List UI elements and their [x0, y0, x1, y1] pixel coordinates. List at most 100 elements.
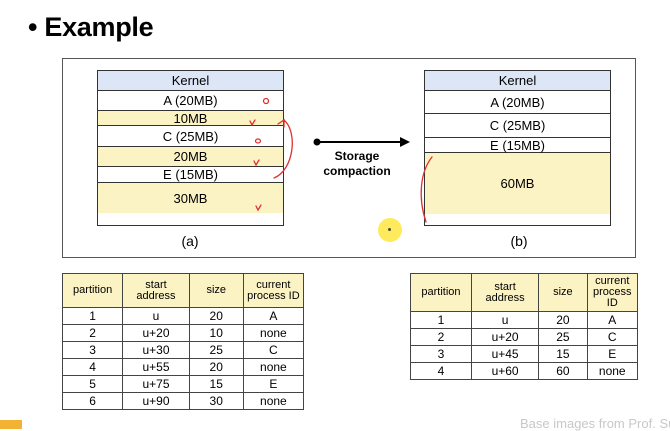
partition-table-after: partition start address size current pro…: [410, 273, 639, 380]
compaction-arrow: [313, 137, 410, 147]
table-cell: 1: [61, 307, 124, 325]
table-cell: C: [586, 328, 639, 346]
segment-label: 10MB: [173, 110, 208, 126]
table-cell: u+55: [122, 358, 190, 376]
before-segment: C (25MB): [98, 126, 283, 147]
table-cell: 4: [61, 358, 124, 376]
header-size: size: [188, 273, 244, 308]
cursor-highlight: [378, 218, 402, 242]
table-cell: none: [586, 362, 639, 380]
table-cell: 5: [61, 375, 124, 393]
table-cell: u+30: [122, 341, 190, 359]
segment-label: E (15MB): [490, 137, 545, 153]
table-cell: u: [470, 311, 540, 329]
segment-label: 60MB: [500, 176, 535, 191]
before-segment: 20MB: [98, 147, 283, 167]
table-cell: u+45: [470, 345, 540, 363]
after-segment: E (15MB): [425, 138, 610, 153]
footer-credit: Base images from Prof. Su: [520, 416, 670, 431]
after-segment: Kernel: [425, 71, 610, 91]
table-cell: 60: [538, 362, 588, 380]
segment-label: C (25MB): [162, 128, 219, 144]
segment-label: A (20MB): [490, 94, 545, 110]
segment-label: A (20MB): [163, 93, 218, 108]
partition-table-before: partition start address size current pro…: [61, 273, 305, 410]
compaction-label: Storage compaction: [312, 149, 402, 179]
segment-label: Kernel: [171, 73, 210, 88]
before-segment: Kernel: [98, 71, 283, 91]
table-cell: 6: [61, 392, 124, 410]
table-cell: 20: [188, 307, 244, 325]
segment-label: C (25MB): [489, 118, 546, 133]
table-cell: 10: [188, 324, 244, 342]
header-partition: partition: [410, 273, 472, 312]
table-cell: 25: [538, 328, 588, 346]
table-cell: 2: [61, 324, 124, 342]
table-cell: 25: [188, 341, 244, 359]
table-cell: u+20: [470, 328, 540, 346]
segment-label: 20MB: [173, 149, 208, 164]
before-segment: A (20MB): [98, 91, 283, 111]
table-cell: 30: [188, 392, 244, 410]
segment-label: Kernel: [498, 73, 537, 88]
before-segment: 30MB: [98, 183, 283, 213]
compaction-label-line1: Storage: [334, 149, 380, 163]
after-segment: C (25MB): [425, 114, 610, 138]
table-cell: 2: [410, 328, 472, 346]
before-segment: E (15MB): [98, 167, 283, 183]
table-cell: none: [242, 324, 305, 342]
after-segment: 60MB: [425, 153, 610, 214]
table-cell: 20: [538, 311, 588, 329]
table-cell: 1: [410, 311, 472, 329]
table-cell: A: [586, 311, 639, 329]
after-segment: A (20MB): [425, 91, 610, 114]
header-start-address: start address: [470, 273, 540, 312]
table-cell: 4: [410, 362, 472, 380]
table-cell: 3: [410, 345, 472, 363]
table-cell: E: [586, 345, 639, 363]
header-process-id: current process ID: [242, 273, 305, 308]
logo-mark: [0, 420, 22, 429]
memory-map-after: Kernel A (20MB) C (25MB) E (15MB) 60MB: [424, 70, 611, 226]
mark-check-1: [249, 119, 256, 127]
header-start-address: start address: [122, 273, 190, 308]
segment-label: 30MB: [173, 190, 208, 206]
mark-circle-2: [254, 138, 262, 144]
table-cell: E: [242, 375, 305, 393]
before-segment: 10MB: [98, 111, 283, 126]
slide-title: • Example: [28, 12, 154, 42]
header-partition: partition: [61, 273, 124, 308]
table-cell: C: [242, 341, 305, 359]
table-cell: u+60: [470, 362, 540, 380]
mark-arrow-up: [273, 118, 293, 179]
table-cell: 20: [188, 358, 244, 376]
header-process-id: current process ID: [586, 273, 639, 312]
table-cell: u: [122, 307, 190, 325]
caption-before: (a): [181, 233, 199, 249]
mark-circle-1: [262, 97, 270, 105]
table-cell: A: [242, 307, 305, 325]
table-cell: 15: [188, 375, 244, 393]
compaction-label-line2: compaction: [323, 164, 391, 178]
table-cell: 3: [61, 341, 124, 359]
table-cell: u+20: [122, 324, 190, 342]
table-cell: u+90: [122, 392, 190, 410]
segment-label: E (15MB): [163, 167, 218, 182]
table-cell: none: [242, 392, 305, 410]
mark-curve-right: [420, 156, 433, 223]
caption-after: (b): [510, 233, 528, 249]
table-cell: 15: [538, 345, 588, 363]
mark-check-3: [255, 204, 262, 212]
table-cell: u+75: [122, 375, 190, 393]
diagram-frame: [62, 58, 636, 258]
